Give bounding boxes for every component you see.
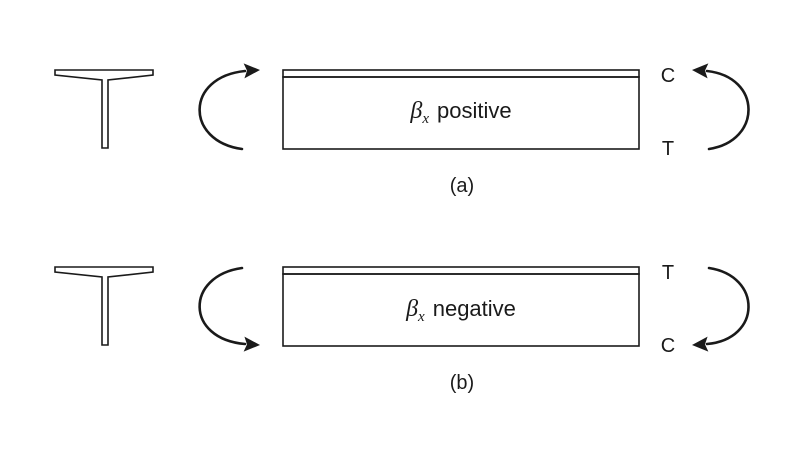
beam-elevation	[282, 69, 640, 150]
beam-elevation	[282, 266, 640, 347]
top-fiber-label: T	[662, 262, 674, 284]
beam-label: βx negative	[405, 296, 516, 325]
top-fiber-label: C	[661, 65, 675, 87]
right-moment-arrow	[691, 266, 750, 353]
caption: (b)	[450, 372, 474, 394]
right-moment-arrow	[691, 62, 750, 151]
beta-subscript: x	[421, 111, 429, 127]
left-moment-arrow	[198, 266, 261, 353]
t-section-icon	[54, 69, 154, 149]
beam-sign-text: negative	[433, 296, 516, 321]
left-moment-arrow	[198, 62, 261, 151]
beta-subscript: x	[417, 309, 425, 325]
beam-label: βx positive	[409, 98, 511, 127]
bottom-fiber-label: C	[661, 335, 675, 357]
beta-symbol: β	[405, 296, 418, 322]
beta-symbol: β	[409, 98, 422, 124]
panel-a: βx positive C T (a)	[54, 62, 750, 197]
t-section-icon	[54, 266, 154, 346]
panel-b: βx negative T C (b)	[54, 262, 750, 394]
bottom-fiber-label: T	[662, 138, 674, 160]
caption: (a)	[450, 175, 474, 197]
beam-sign-text: positive	[437, 98, 512, 123]
